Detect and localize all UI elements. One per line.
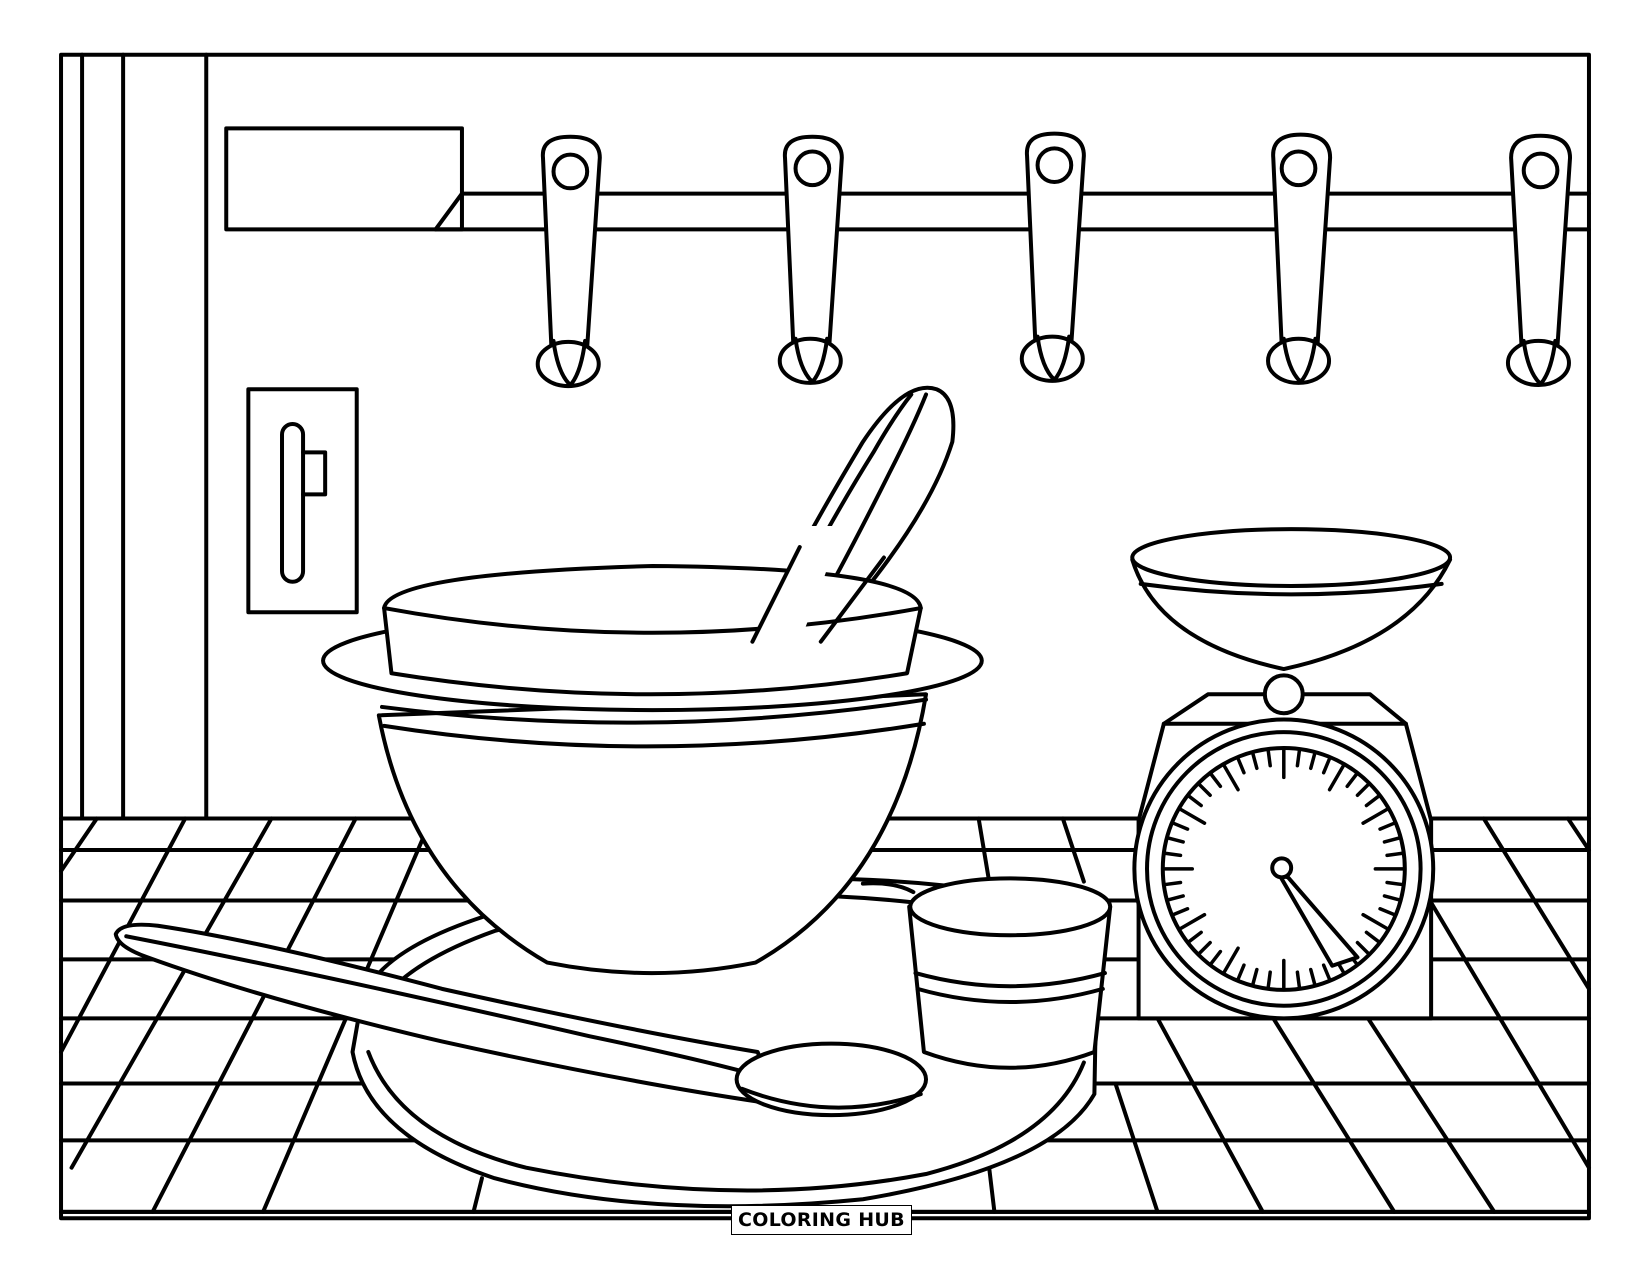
kitchen-scale <box>1132 529 1450 1018</box>
wall-panel-stripes <box>82 55 206 819</box>
scale-dial <box>1134 720 1433 1019</box>
measuring-cup <box>863 878 1110 1067</box>
mixing-bowl <box>323 525 982 973</box>
hanging-measuring-spoons <box>538 134 1570 386</box>
measuring-spoon-1 <box>538 137 600 386</box>
measuring-spoon-4 <box>1268 135 1330 383</box>
dial-ticks <box>1165 750 1403 988</box>
measuring-spoon-5 <box>1508 136 1570 385</box>
wall-light-switch <box>248 389 356 612</box>
wall-shelf <box>226 128 462 229</box>
wooden-spoon <box>116 925 926 1115</box>
measuring-spoon-3 <box>1022 134 1084 381</box>
coloring-hub-watermark: COLORING HUB <box>731 1205 912 1235</box>
measuring-spoon-2 <box>780 137 842 383</box>
hanging-rail <box>436 194 1589 230</box>
